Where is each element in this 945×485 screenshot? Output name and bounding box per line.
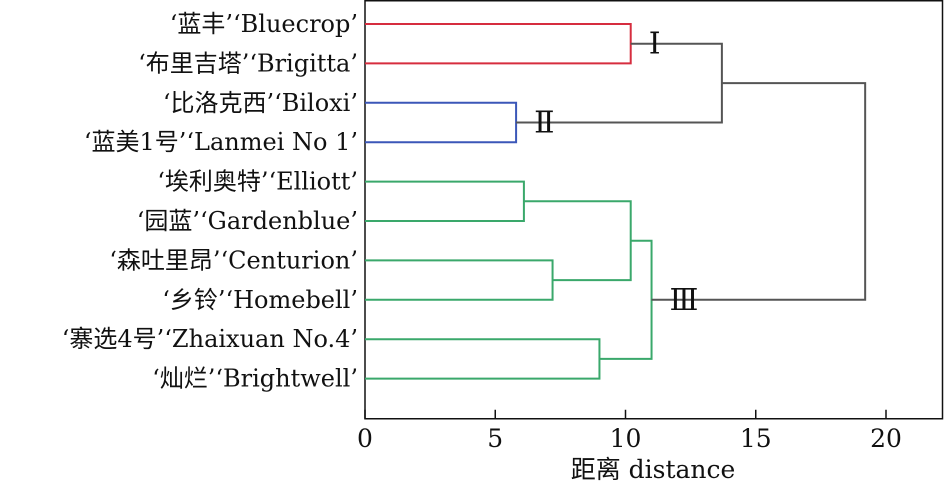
leaf-label: ‘灿烂’‘Brightwell’: [152, 365, 358, 393]
leaf-label: ‘蓝美1号’‘Lanmei No 1’: [84, 128, 358, 156]
x-tick-label: 10: [610, 424, 642, 453]
dendrogram-link-n6: [523, 200, 632, 282]
leaf-labels: ‘蓝丰’‘Bluecrop’ ‘布里吉塔’‘Brigitta’ ‘比洛克西’‘Bil…: [62, 10, 358, 393]
dendrogram-link-n9: [651, 82, 867, 301]
cluster-label: Ⅲ: [670, 284, 699, 317]
leaf-label: ‘蓝丰’‘Bluecrop’: [170, 10, 358, 38]
dendrogram-branches: [365, 23, 867, 380]
leaf-label: ‘寨选4号’‘Zhaixuan No.4’: [62, 325, 358, 353]
leaf-label: ‘比洛克西’‘Biloxi’: [163, 89, 358, 117]
cluster-label: Ⅱ: [534, 107, 554, 140]
dendrogram-link-n7: [599, 239, 653, 360]
x-axis-ticks: 0 5 10 15 20: [357, 409, 902, 453]
cluster-labels: Ⅰ Ⅱ Ⅲ: [534, 28, 698, 317]
dendrogram-link-n4: [365, 259, 554, 301]
leaf-label: ‘布里吉塔’‘Brigitta’: [138, 49, 358, 77]
cluster-label: Ⅰ: [649, 28, 661, 61]
x-tick-label: 0: [357, 424, 373, 453]
dendrogram-link-n3: [365, 180, 525, 222]
dendrogram-link-n2: [365, 101, 518, 144]
dendrogram-link-n1: [365, 23, 632, 65]
x-tick-label: 20: [870, 424, 902, 453]
plot-frame: [364, 0, 944, 420]
x-tick-label: 5: [487, 424, 503, 453]
x-tick-label: 15: [740, 424, 772, 453]
dendrogram-link-n5: [365, 338, 601, 380]
leaf-label: ‘森吐里昂’‘Centurion’: [109, 246, 358, 274]
leaf-label: ‘乡铃’‘Homebell’: [162, 286, 358, 314]
leaf-label: ‘园蓝’‘Gardenblue’: [137, 207, 358, 235]
x-axis-title: 距离 distance: [571, 455, 736, 484]
leaf-label: ‘埃利奥特’‘Elliott’: [157, 168, 358, 196]
